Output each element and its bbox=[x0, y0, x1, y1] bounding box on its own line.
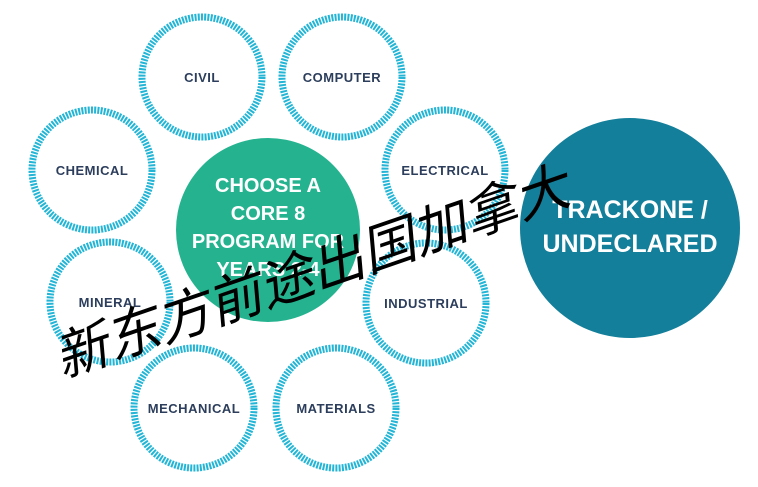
program-rings: CIVIL COMPUTER CHEMICAL ELECTRICAL MINER… bbox=[28, 13, 509, 472]
program-label-mineral: MINERAL bbox=[79, 295, 142, 310]
program-ring-civil[interactable]: CIVIL bbox=[138, 13, 266, 141]
program-label-materials: MATERIALS bbox=[296, 401, 375, 416]
program-label-industrial: INDUSTRIAL bbox=[384, 296, 468, 311]
program-label-civil: CIVIL bbox=[184, 70, 220, 85]
core-line-2: CORE 8 bbox=[231, 203, 305, 225]
program-label-mechanical: MECHANICAL bbox=[148, 401, 240, 416]
trackone-line-1: TRACKONE / bbox=[552, 196, 708, 224]
core-program-circle[interactable]: CHOOSE A CORE 8 PROGRAM FOR YEARS 2-4 bbox=[176, 138, 360, 322]
core-line-4: YEARS 2-4 bbox=[216, 259, 320, 281]
program-ring-materials[interactable]: MATERIALS bbox=[272, 344, 400, 472]
program-ring-electrical[interactable]: ELECTRICAL bbox=[381, 106, 509, 234]
program-ring-industrial[interactable]: INDUSTRIAL bbox=[362, 239, 490, 367]
program-label-electrical: ELECTRICAL bbox=[401, 163, 488, 178]
trackone-circle[interactable]: TRACKONE / UNDECLARED bbox=[520, 118, 740, 338]
program-label-chemical: CHEMICAL bbox=[56, 163, 129, 178]
core-line-1: CHOOSE A bbox=[215, 175, 321, 197]
program-ring-computer[interactable]: COMPUTER bbox=[278, 13, 406, 141]
trackone-line-2: UNDECLARED bbox=[543, 230, 718, 258]
program-label-computer: COMPUTER bbox=[303, 70, 382, 85]
program-ring-mechanical[interactable]: MECHANICAL bbox=[130, 344, 258, 472]
core-line-3: PROGRAM FOR bbox=[192, 231, 345, 253]
program-ring-mineral[interactable]: MINERAL bbox=[46, 238, 174, 366]
program-ring-chemical[interactable]: CHEMICAL bbox=[28, 106, 156, 234]
